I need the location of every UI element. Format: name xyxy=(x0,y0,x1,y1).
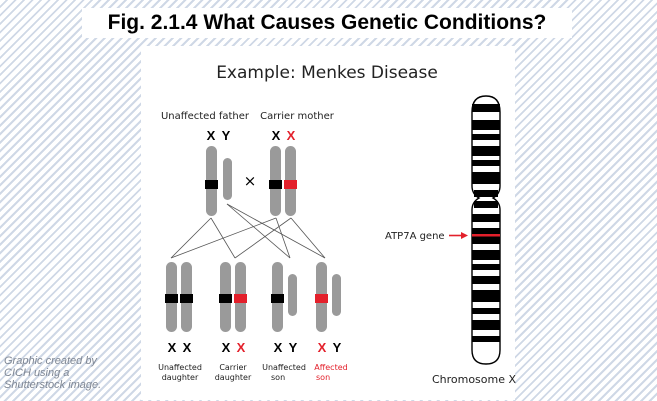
credit-line-2: CICH using a xyxy=(4,367,70,379)
gene-arrow-icon xyxy=(449,232,468,239)
offspring3-allele-2: Y xyxy=(289,340,298,355)
chromosome-bands xyxy=(472,104,500,342)
mother-allele-2: X xyxy=(287,128,296,143)
normal-band xyxy=(271,294,284,303)
offspring3-label-2: son xyxy=(271,373,285,382)
offspring2-label-1: Carrier xyxy=(219,363,247,372)
offspring2-allele-1: X xyxy=(222,340,231,355)
father-chromosomes xyxy=(205,146,232,216)
normal-band xyxy=(219,294,232,303)
y-chromosome xyxy=(288,274,297,316)
offspring4-allele-2: Y xyxy=(333,340,342,355)
offspring-unaffected-daughter xyxy=(165,262,193,332)
inheritance-lines xyxy=(170,203,326,259)
offspring-affected-son xyxy=(315,262,341,332)
atp7a-locus-band xyxy=(472,234,500,237)
mother-x1-band xyxy=(269,180,282,189)
offspring1-label-1: Unaffected xyxy=(158,363,202,372)
offspring2-label-2: daughter xyxy=(215,373,252,382)
image-credit: Graphic created by CICH using a Shutters… xyxy=(4,355,124,391)
y-chromosome xyxy=(332,274,341,316)
offspring4-label-1: Affected xyxy=(314,363,347,372)
father-label: Unaffected father xyxy=(161,111,250,122)
father-allele-1: X xyxy=(207,128,216,143)
gene-label: ATP7A gene xyxy=(385,231,445,242)
mother-allele-1: X xyxy=(272,128,281,143)
mother-chromosomes xyxy=(269,146,297,216)
normal-band xyxy=(165,294,178,303)
diagram-panel xyxy=(141,46,515,400)
father-y-chromosome xyxy=(223,158,232,200)
offspring-genotypes: X X X X X Y X Y xyxy=(168,340,342,355)
offspring2-allele-2: X xyxy=(237,340,246,355)
offspring-unaffected-son xyxy=(271,262,297,332)
cross-symbol: × xyxy=(244,172,257,190)
father-x-band xyxy=(205,180,218,189)
offspring4-label-2: son xyxy=(316,373,330,382)
mutant-band xyxy=(315,294,328,303)
offspring4-allele-1: X xyxy=(318,340,327,355)
diagram-subtitle: Example: Menkes Disease xyxy=(216,63,438,83)
father-allele-2: Y xyxy=(222,128,231,143)
mother-x2-mutant-band xyxy=(284,180,297,189)
credit-line-3: Shutterstock image. xyxy=(4,379,102,391)
credit-line-1: Graphic created by xyxy=(4,355,97,367)
offspring-carrier-daughter xyxy=(219,262,247,332)
offspring1-allele-2: X xyxy=(183,340,192,355)
figure-title: Fig. 2.1.4 What Causes Genetic Condition… xyxy=(107,11,547,34)
offspring3-allele-1: X xyxy=(274,340,283,355)
x-chromosome-ideogram xyxy=(471,95,501,365)
offspring-labels: Unaffected daughter Carrier daughter Una… xyxy=(158,363,348,382)
offspring1-label-2: daughter xyxy=(162,373,199,382)
offspring1-allele-1: X xyxy=(168,340,177,355)
mutant-band xyxy=(234,294,247,303)
title-box: Fig. 2.1.4 What Causes Genetic Condition… xyxy=(82,8,572,38)
chromosome-label: Chromosome X xyxy=(432,373,517,386)
normal-band xyxy=(180,294,193,303)
offspring3-label-1: Unaffected xyxy=(262,363,306,372)
mother-label: Carrier mother xyxy=(260,111,335,122)
